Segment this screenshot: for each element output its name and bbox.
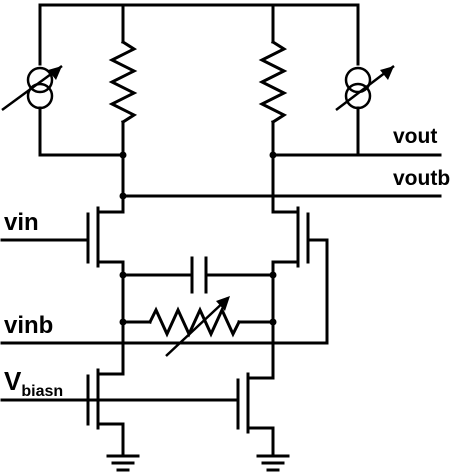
right-variable-current-source-icon — [335, 3, 395, 157]
vinb-label: vinb — [4, 312, 53, 339]
vout-label: vout — [393, 125, 437, 148]
left-ground-icon — [106, 454, 140, 472]
capacitor-icon — [190, 256, 208, 294]
variable-resistor-icon — [121, 296, 275, 357]
vbias-main-text: V — [4, 366, 22, 396]
right-tail-transistor-icon — [236, 366, 275, 458]
left-tail-transistor-icon — [86, 358, 125, 458]
vbias-subscript: biasn — [21, 383, 63, 400]
left-input-transistor-icon — [0, 194, 125, 277]
left-variable-current-source-icon — [1, 3, 63, 157]
vin-label: vin — [4, 209, 39, 236]
right-ground-icon — [256, 454, 290, 472]
right-resistor-icon — [258, 3, 288, 157]
vbias-label: Vbiasn — [4, 366, 63, 400]
voutb-label: voutb — [393, 167, 450, 190]
left-resistor-icon — [108, 3, 138, 157]
